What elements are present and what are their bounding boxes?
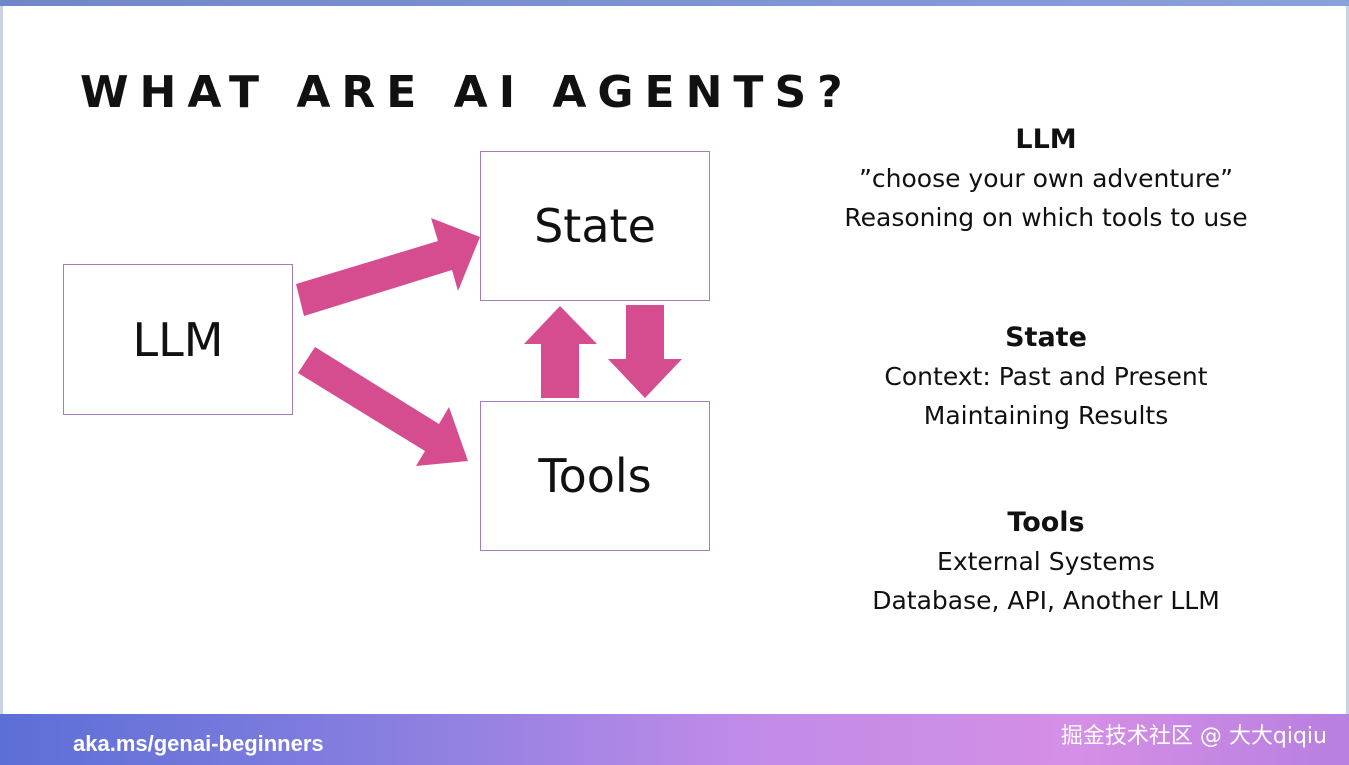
slide-title: WHAT ARE AI AGENTS?	[80, 67, 854, 118]
arrow-state-to-tools	[608, 305, 682, 398]
arrow-tools-to-state	[524, 306, 597, 398]
description-llm: LLM ”choose your own adventure” Reasonin…	[824, 120, 1268, 237]
node-llm: LLM	[63, 264, 293, 415]
footer-bar: aka.ms/genai-beginners 掘金技术社区 @ 大大qiqiu	[0, 714, 1349, 765]
description-tools-heading: Tools	[1007, 507, 1085, 538]
description-state-heading: State	[1005, 322, 1087, 353]
description-llm-heading: LLM	[1015, 124, 1077, 155]
node-tools: Tools	[480, 401, 710, 551]
arrow-llm-to-tools	[298, 347, 468, 466]
description-state-line: Maintaining Results	[923, 401, 1169, 430]
description-tools-line: Database, API, Another LLM	[872, 586, 1220, 615]
node-state: State	[480, 151, 710, 301]
node-state-label: State	[534, 199, 656, 253]
node-llm-label: LLM	[132, 312, 224, 367]
description-state: State Context: Past and Present Maintain…	[824, 318, 1268, 435]
footer-link[interactable]: aka.ms/genai-beginners	[73, 731, 324, 756]
node-tools-label: Tools	[538, 449, 652, 503]
description-llm-line: Reasoning on which tools to use	[844, 203, 1248, 232]
window-top-strip	[0, 0, 1349, 6]
description-tools-line: External Systems	[937, 547, 1155, 576]
description-tools: Tools External Systems Database, API, An…	[824, 503, 1268, 620]
arrow-llm-to-state	[296, 218, 480, 316]
description-state-line: Context: Past and Present	[884, 362, 1208, 391]
description-llm-line: ”choose your own adventure”	[858, 164, 1234, 193]
watermark-text: 掘金技术社区 @ 大大qiqiu	[1060, 724, 1327, 749]
